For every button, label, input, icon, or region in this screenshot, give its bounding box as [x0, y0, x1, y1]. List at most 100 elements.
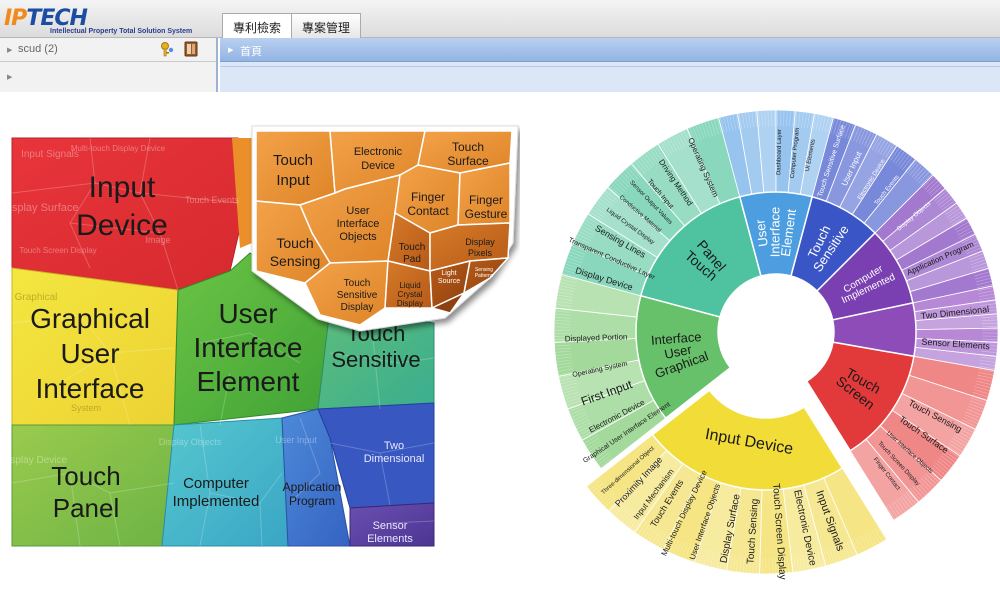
visualization-area: Input Signals Multi-touch Display Device… — [0, 93, 1000, 600]
sunburst-tick — [967, 406, 984, 413]
book-icon[interactable] — [184, 41, 198, 57]
sunburst-tick — [963, 417, 979, 425]
key-icon[interactable] — [160, 41, 174, 57]
sunburst-tick — [631, 162, 643, 176]
region-sensor-elements[interactable] — [349, 502, 435, 547]
sunburst-tick — [896, 499, 906, 513]
sunburst-tick — [922, 175, 935, 188]
project-row[interactable]: ▶ scud (2) — [0, 38, 216, 62]
region-orange-behind[interactable] — [232, 138, 252, 248]
sunburst-tick — [978, 290, 995, 294]
sunburst-tick — [576, 422, 591, 430]
panel-row-2[interactable]: ▶ — [0, 64, 216, 92]
sunburst-tick — [637, 521, 648, 535]
sunburst-tick — [905, 491, 917, 505]
label-computer-implemented-2: Implemented — [173, 493, 260, 510]
sunburst-tick — [976, 280, 993, 286]
sunburst-tick — [930, 185, 944, 197]
sunburst-tick — [634, 160, 645, 174]
zl-sensing-patterns-2: Patterns — [475, 273, 494, 279]
sunburst-center — [719, 275, 833, 389]
sunburst-tick — [864, 131, 872, 147]
sunburst-inner-touch-screen[interactable] — [805, 341, 915, 452]
app-logo: IPTECH Intellectual Property Total Solut… — [4, 6, 216, 36]
sunburst-tick — [964, 414, 980, 422]
logo-ip: IP — [4, 6, 27, 31]
sunburst-tick — [636, 158, 648, 172]
sunburst-tick — [977, 283, 993, 289]
sunburst-tick — [707, 120, 713, 137]
sunburst-tick — [976, 377, 993, 382]
sunburst-tick — [850, 124, 857, 141]
sunburst-tick — [799, 555, 803, 572]
zoom-cells — [255, 130, 513, 326]
sunburst-tick — [606, 187, 620, 199]
sunburst-tick — [979, 296, 996, 300]
sunburst-inner-ci-b[interactable] — [831, 302, 917, 358]
sunburst-tick — [818, 114, 823, 131]
sunburst-tick — [934, 190, 948, 201]
sunburst-tick — [594, 203, 609, 213]
sunburst-tick — [847, 123, 854, 140]
sunburst-inner-touch-panel[interactable] — [639, 195, 762, 318]
sunburst-tick — [568, 251, 585, 258]
sunburst-tick — [560, 382, 577, 388]
sunburst-tick — [562, 269, 579, 275]
expand-arrow-icon-2[interactable]: ▶ — [7, 74, 13, 81]
cell-sensing-patterns[interactable] — [462, 257, 510, 295]
sunburst-tick — [784, 557, 787, 574]
sunburst-tick — [821, 115, 826, 132]
sunburst-tick — [968, 253, 984, 260]
sunburst-tick — [574, 419, 590, 427]
sunburst-tick — [627, 514, 638, 528]
sunburst-tick — [669, 538, 677, 553]
sunburst-tick — [872, 135, 881, 151]
label-two-dimensional-1: Two — [384, 440, 404, 452]
faint-touch-events: Touch Events — [185, 195, 240, 205]
sunburst-tick — [980, 309, 997, 313]
sunburst-tick — [678, 541, 686, 557]
sunburst-tick — [635, 519, 645, 534]
sunburst-tick — [558, 288, 575, 293]
sunburst-tick — [792, 110, 795, 127]
sunburst-tick — [683, 129, 691, 145]
faint-display-surface: Display Surface — [1, 202, 78, 214]
sunburst-tick — [886, 505, 896, 520]
sunburst-tick — [897, 152, 908, 167]
sunburst-tick — [599, 457, 613, 468]
sunburst-tick — [555, 307, 572, 310]
sunburst-inner-graphical-user-interface[interactable] — [635, 294, 732, 420]
sunburst-inner-input-device[interactable] — [651, 389, 844, 491]
sunburst-tick — [649, 149, 660, 163]
region-application-program[interactable] — [281, 408, 351, 547]
sunburst-tick — [565, 260, 582, 267]
sunburst-tick — [874, 528, 883, 543]
sunburst-tick — [890, 147, 900, 161]
sunburst-tick — [690, 546, 697, 562]
sunburst-tick — [961, 235, 977, 244]
sunburst-tick — [572, 413, 588, 421]
sunburst-tick — [576, 233, 592, 242]
sunburst-tick — [807, 112, 811, 129]
sunburst-tick — [587, 440, 602, 450]
breadcrumb-arrow-icon[interactable]: ▶ — [228, 47, 234, 54]
expand-arrow-icon[interactable]: ▶ — [7, 47, 13, 54]
tab-project-management[interactable]: 專案管理 — [291, 13, 362, 38]
tab-patent-search[interactable]: 專利檢索 — [222, 13, 293, 38]
cell-small[interactable] — [429, 291, 467, 314]
sunburst-tick — [594, 450, 608, 460]
sunburst-tick — [885, 143, 895, 158]
sunburst-tick — [692, 126, 699, 142]
sunburst-tick — [928, 182, 941, 195]
zl-display-pixels-2: Pixels — [468, 248, 493, 258]
sunburst-tick — [735, 113, 740, 130]
sunburst-tick — [808, 553, 813, 570]
sunburst-tick — [962, 419, 977, 428]
sunburst-tick — [652, 147, 662, 161]
sunburst-tick — [835, 546, 841, 562]
label-computer-implemented-1: Computer — [183, 475, 249, 492]
breadcrumb-home[interactable]: 首頁 — [240, 46, 262, 58]
sunburst-tick — [749, 557, 751, 574]
logo-mark: IPTECH — [4, 6, 88, 31]
